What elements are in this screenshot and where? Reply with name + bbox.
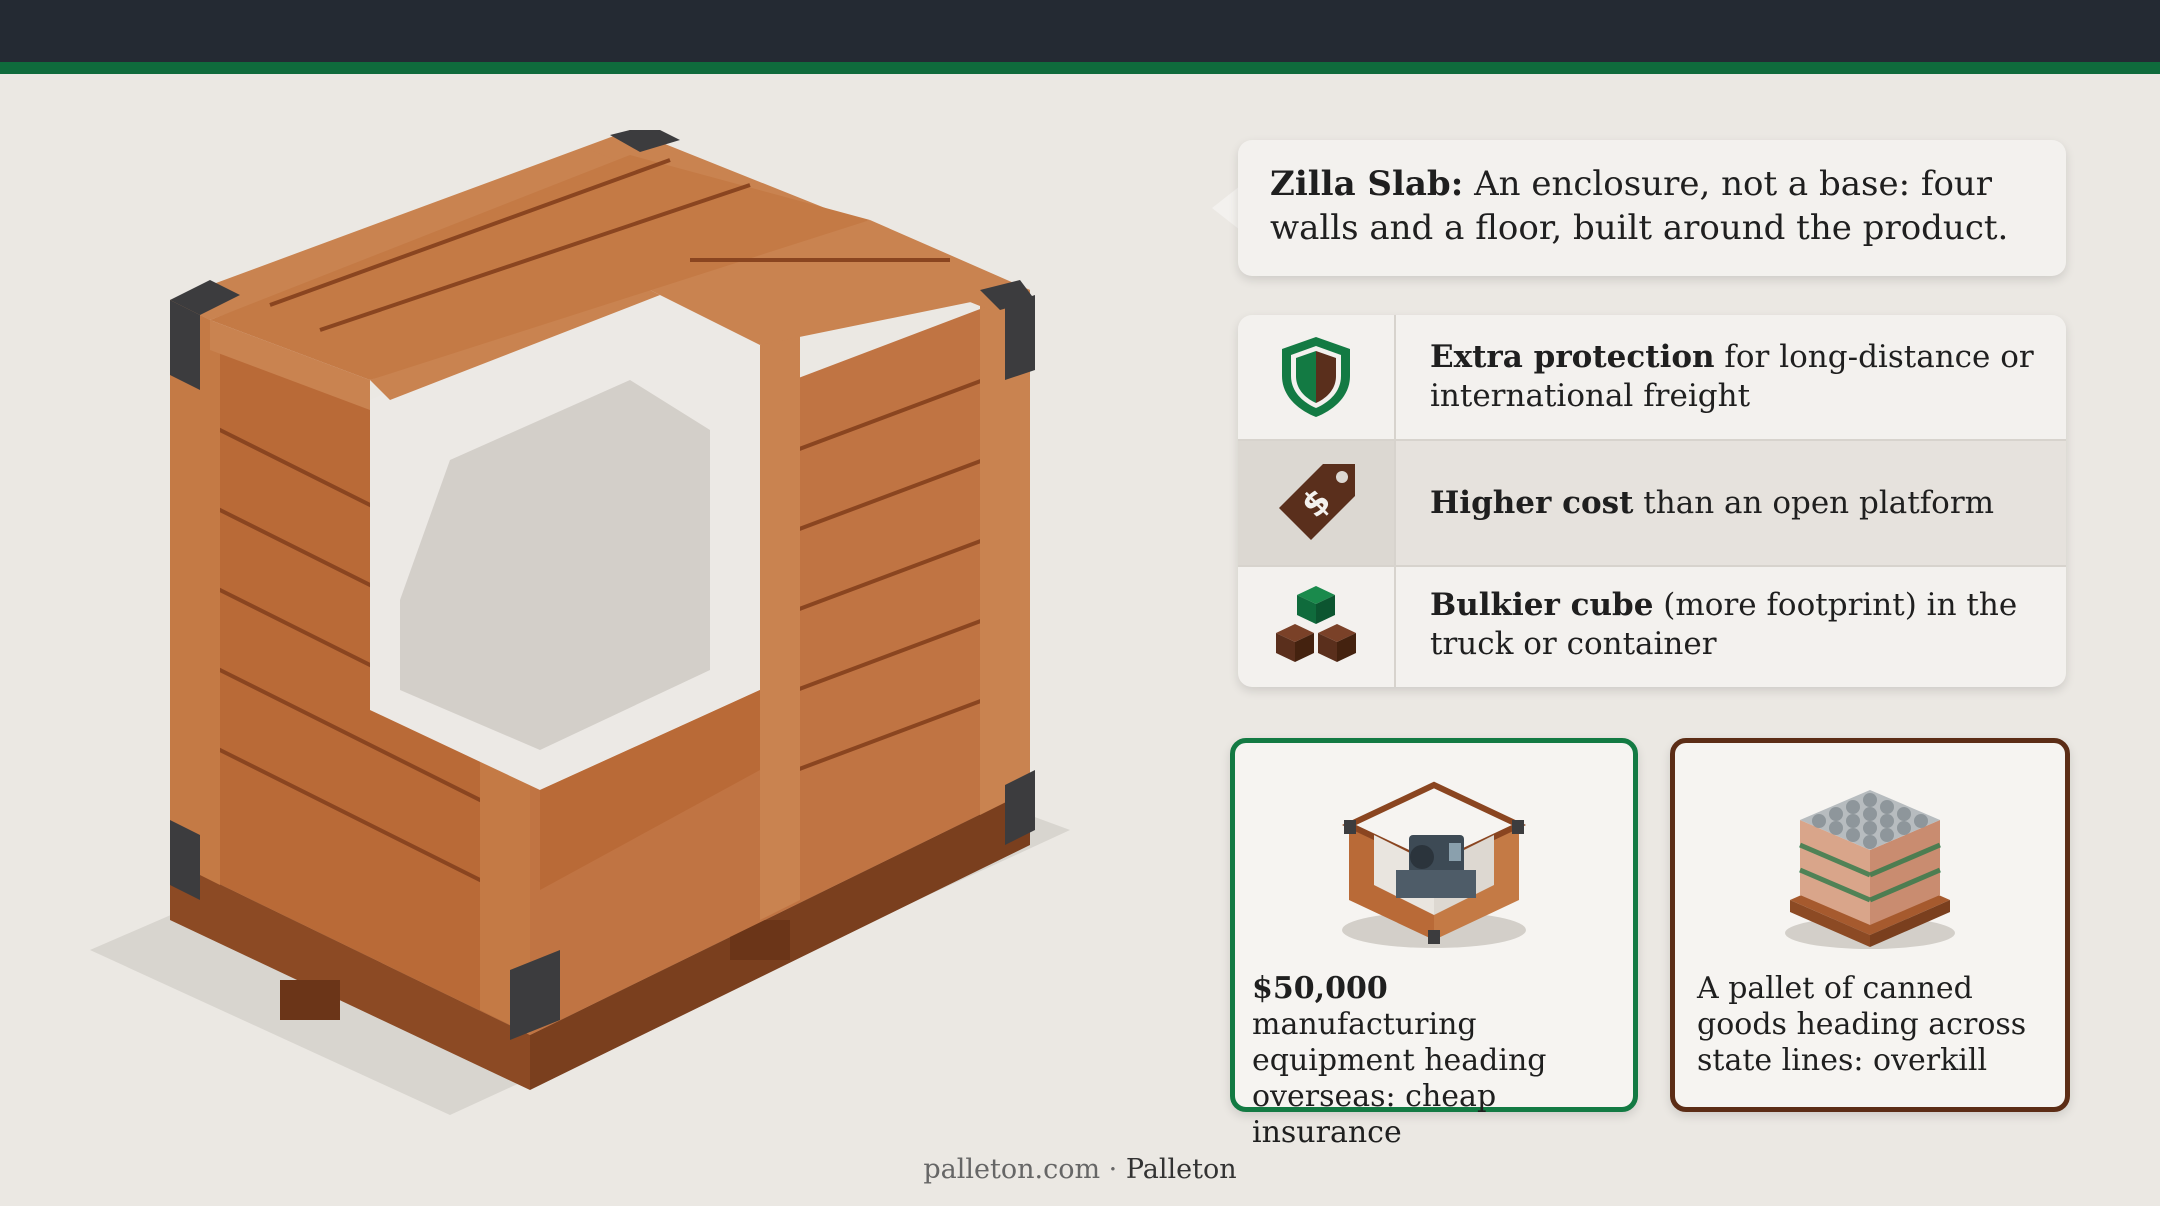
feature-title: Higher cost — [1430, 484, 1634, 521]
callout-text: An enclosure, not a base: four walls and… — [1270, 164, 2009, 248]
example-description: A pallet of canned goods heading across … — [1697, 971, 2027, 1078]
footer-brand: Palleton — [1125, 1154, 1237, 1185]
footer-credit: palleton.com · Palleton — [0, 1154, 2160, 1185]
price-tag-icon: $ — [1279, 464, 1355, 540]
callout-pointer — [1212, 186, 1240, 230]
example-highlight: $50,000 — [1252, 971, 1388, 1006]
example-card-poor-fit: A pallet of canned goods heading across … — [1670, 738, 2070, 1112]
feature-description: (more footprint) in the truck or contain… — [1430, 587, 2018, 662]
feature-row-cube: Bulkier cube (more footprint) in the tru… — [1238, 563, 2066, 687]
header-bar — [0, 0, 2160, 62]
footer-site-link[interactable]: palleton.com — [923, 1154, 1101, 1185]
definition-callout: Zilla Slab: An enclosure, not a base: fo… — [1238, 140, 2066, 276]
open-crate-illustration — [90, 130, 1070, 1115]
stacked-cubes-icon — [1276, 586, 1356, 662]
feature-list: Extra protection for long-distance or in… — [1238, 315, 2066, 687]
example-description: manufacturing equipment heading overseas… — [1252, 1007, 1547, 1150]
header-accent-stripe — [0, 62, 2160, 74]
shield-icon — [1282, 337, 1350, 417]
canned-goods-pallet-icon — [1785, 790, 1955, 949]
feature-title: Extra protection — [1430, 339, 1715, 375]
feature-description: for long-distance or international freig… — [1430, 339, 2034, 414]
feature-row-protection: Extra protection for long-distance or in… — [1238, 315, 2066, 439]
crated-machine-icon — [1341, 781, 1527, 948]
feature-title: Bulkier cube — [1430, 587, 1654, 623]
example-card-good-fit: $50,000 manufacturing equipment heading … — [1230, 738, 1638, 1150]
feature-description: than an open platform — [1633, 484, 1995, 521]
feature-row-cost: $ Higher cost than an open platform — [1238, 439, 2066, 567]
footer-separator: · — [1100, 1154, 1126, 1185]
callout-label: Zilla Slab: — [1270, 164, 1464, 204]
